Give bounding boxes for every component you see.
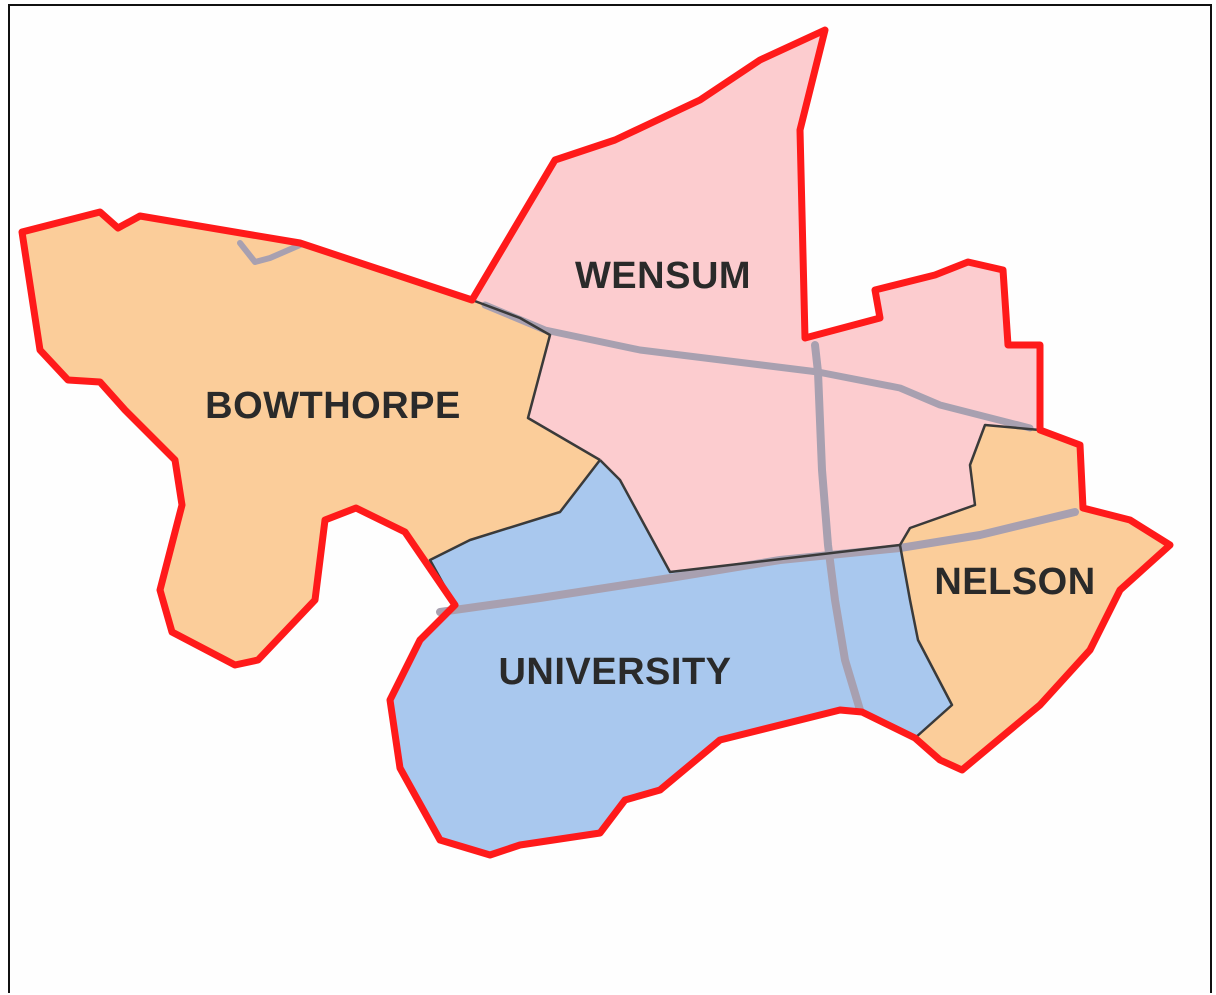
road-line (237, 240, 303, 265)
ward-borders (428, 298, 1041, 739)
ward-border (599, 459, 901, 574)
ward-label-wensum: WENSUM (575, 255, 751, 297)
ward-area-wensum[interactable] (472, 30, 1040, 572)
ward-border (898, 423, 1041, 546)
city-boundary (18, 26, 1174, 859)
ward-area-bowthorpe[interactable] (22, 212, 600, 665)
ward-border (898, 544, 954, 739)
ward-label-bowthorpe: BOWTHORPE (205, 385, 461, 427)
ward-label-university: UNIVERSITY (498, 651, 731, 693)
ward-area-nelson[interactable] (900, 425, 1170, 770)
road-line (811, 341, 864, 714)
ward-label-nelson: NELSON (934, 561, 1095, 603)
ward-border (471, 298, 601, 462)
